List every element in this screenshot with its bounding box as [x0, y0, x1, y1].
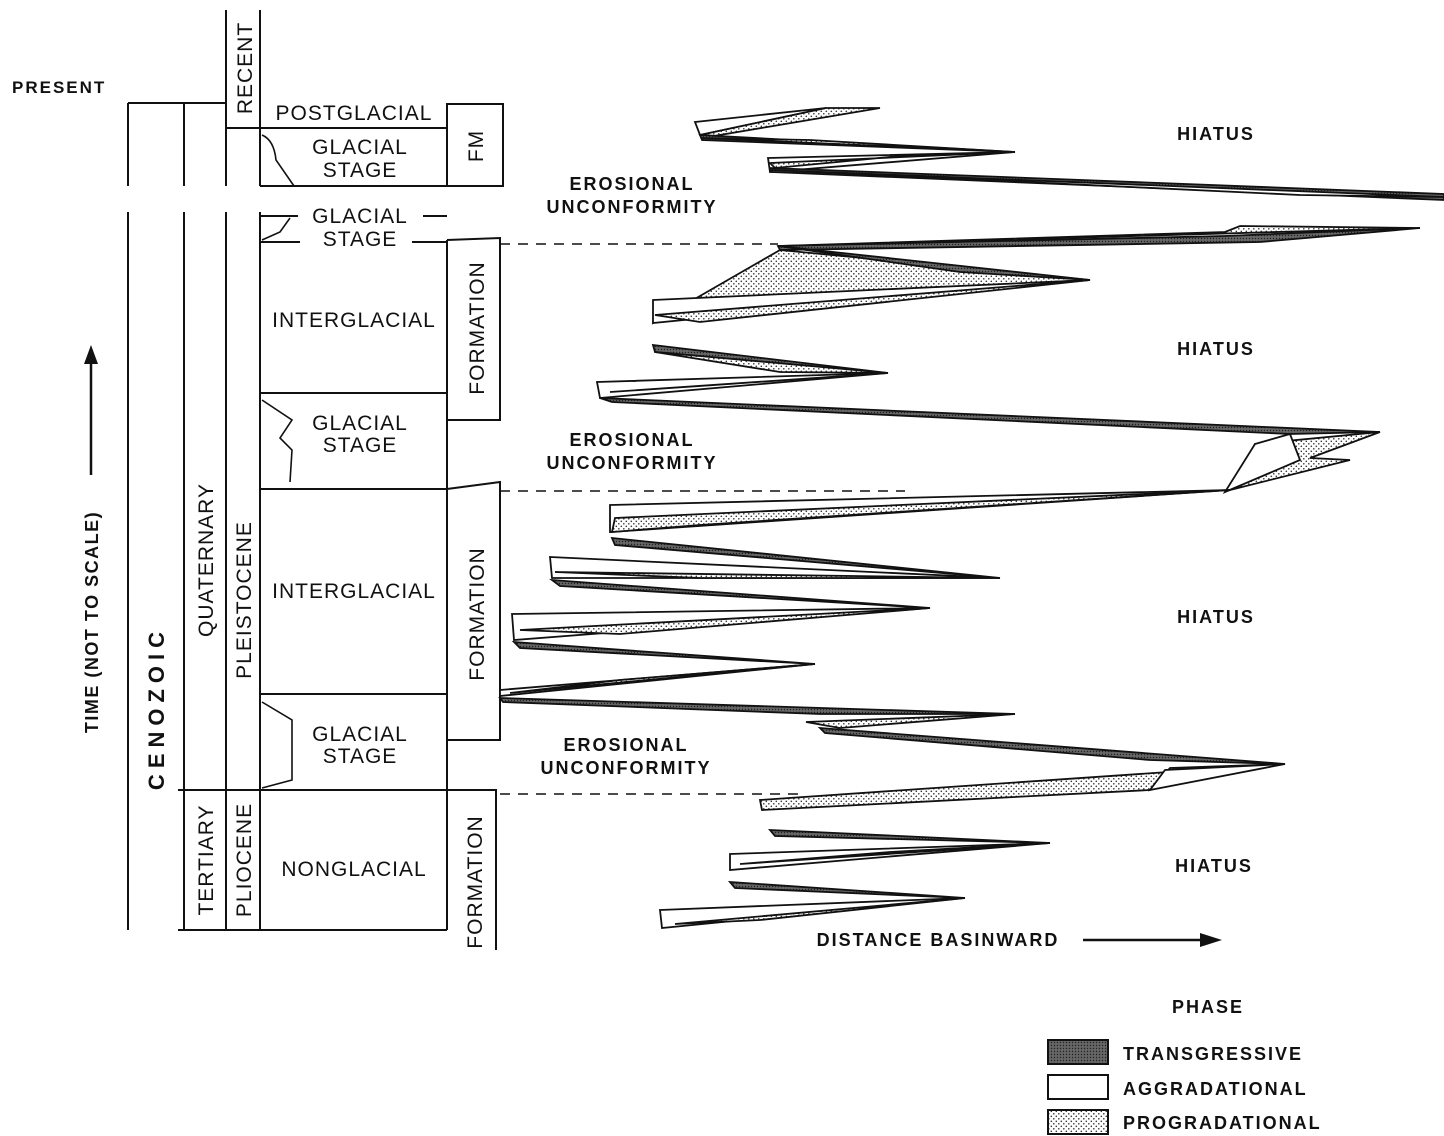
wedge-group-b: [653, 226, 1420, 323]
postglacial-label: POSTGLACIAL: [276, 102, 433, 125]
quaternary-label: QUATERNARY: [195, 483, 218, 637]
legend-swatch-transgressive: [1048, 1040, 1108, 1064]
glacial-stage-2-line1: GLACIAL: [312, 205, 408, 228]
legend-swatch-progradational: [1048, 1110, 1108, 1134]
unconformity-1-line1: EROSIONAL: [569, 174, 694, 194]
legend-label-progradational: PROGRADATIONAL: [1123, 1113, 1322, 1133]
unconformity-1-line2: UNCONFORMITY: [547, 197, 718, 217]
pliocene-label: PLIOCENE: [233, 803, 256, 917]
fm-label: FM: [465, 130, 488, 162]
hiatus-3-label: HIATUS: [1177, 607, 1255, 627]
distance-basinward-label: DISTANCE BASINWARD: [817, 930, 1060, 950]
unconformity-3-line2: UNCONFORMITY: [541, 758, 712, 778]
legend-title: PHASE: [1172, 997, 1244, 1017]
wedge-group-f: [660, 830, 1050, 928]
glacial-stage-4-line1: GLACIAL: [312, 723, 408, 746]
unconformity-2-line2: UNCONFORMITY: [547, 453, 718, 473]
legend-label-aggradational: AGGRADATIONAL: [1123, 1079, 1308, 1099]
glacial-stage-3-line1: GLACIAL: [312, 412, 408, 435]
glacial-stage-3-line2: STAGE: [323, 434, 398, 457]
formation-2-label: FORMATION: [466, 547, 489, 680]
legend-swatch-aggradational: [1048, 1075, 1108, 1099]
present-label: PRESENT: [12, 78, 106, 97]
recent-label: RECENT: [234, 22, 257, 114]
formation-1-label: FORMATION: [466, 261, 489, 394]
time-axis-label: TIME (NOT TO SCALE): [82, 511, 102, 733]
wedge-group-a: [695, 108, 1444, 200]
sediment-wedges: [500, 108, 1444, 928]
glacial-stage-1-line1: GLACIAL: [312, 136, 408, 159]
legend: PHASE TRANSGRESSIVE AGGRADATIONAL PROGRA…: [1048, 997, 1322, 1134]
tertiary-label: TERTIARY: [195, 804, 218, 915]
unconformity-3-line1: EROSIONAL: [563, 735, 688, 755]
hiatus-2-label: HIATUS: [1177, 339, 1255, 359]
wedge-group-d: [500, 490, 1230, 696]
pleistocene-label: PLEISTOCENE: [233, 521, 256, 679]
hiatus-1-label: HIATUS: [1177, 124, 1255, 144]
distance-arrow-icon: [1083, 933, 1222, 947]
legend-label-transgressive: TRANSGRESSIVE: [1123, 1044, 1303, 1064]
interglacial-2-label: INTERGLACIAL: [272, 580, 436, 603]
glacial-stage-1-line2: STAGE: [323, 159, 398, 182]
unconformity-2-line1: EROSIONAL: [569, 430, 694, 450]
time-arrow-icon: [84, 345, 98, 475]
formation-3-label: FORMATION: [464, 815, 487, 948]
era-label: CENOZOIC: [144, 626, 169, 790]
interglacial-1-label: INTERGLACIAL: [272, 309, 436, 332]
nonglacial-label: NONGLACIAL: [281, 858, 426, 881]
glacial-stage-4-line2: STAGE: [323, 745, 398, 768]
glacial-stage-2-line2: STAGE: [323, 228, 398, 251]
hiatus-4-label: HIATUS: [1175, 856, 1253, 876]
